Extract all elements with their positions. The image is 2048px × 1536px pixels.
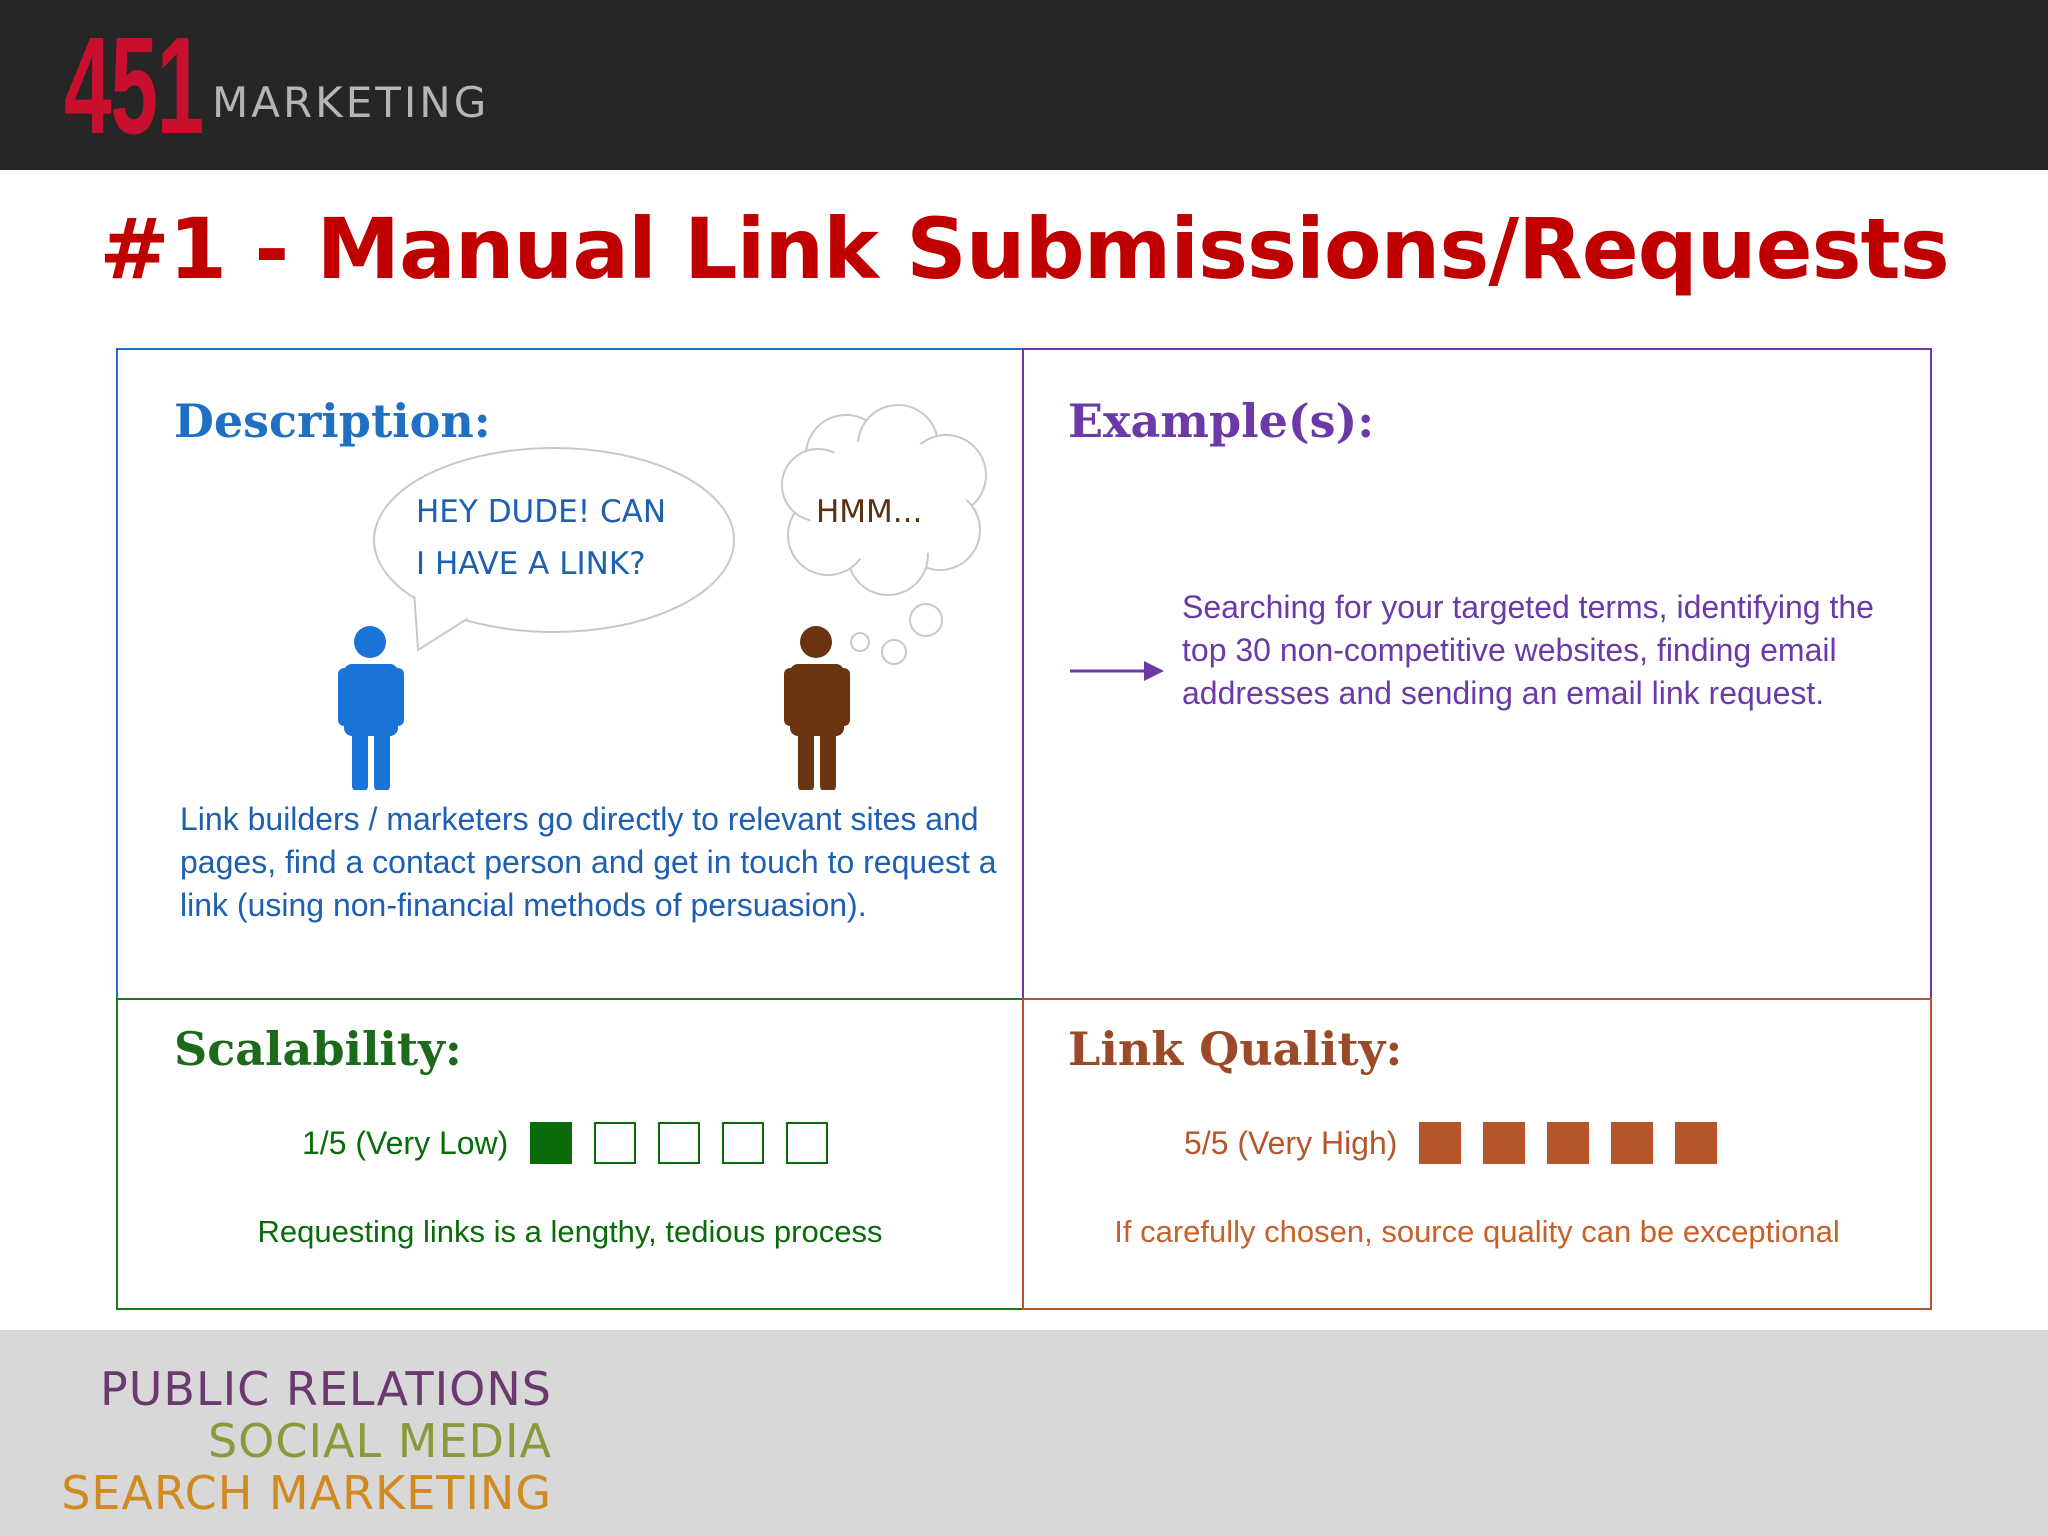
scalability-rating-label: 1/5 (Very Low) — [302, 1124, 509, 1161]
speech-line-2: I HAVE A LINK? — [416, 546, 646, 582]
scalability-rating: 1/5 (Very Low) — [302, 1122, 850, 1164]
footer-social-media: SOCIAL MEDIA — [207, 1414, 552, 1468]
footer-public-relations: PUBLIC RELATIONS — [100, 1362, 552, 1416]
scalability-rating-box-3 — [658, 1122, 701, 1164]
link-quality-rating-box-2 — [1483, 1122, 1526, 1164]
link-quality-panel: Link Quality: 5/5 (Very High) If careful… — [1022, 998, 1932, 1310]
brown-person-icon — [784, 626, 850, 790]
scalability-rating-box-1 — [530, 1122, 573, 1164]
link-quality-note: If carefully chosen, source quality can … — [1114, 1214, 1840, 1249]
footer-bar: PUBLIC RELATIONS SOCIAL MEDIA SEARCH MAR… — [0, 1330, 2048, 1536]
scalability-note: Requesting links is a lengthy, tedious p… — [257, 1214, 883, 1249]
description-panel: Description: — [116, 348, 1024, 1000]
speech-line-1: HEY DUDE! CAN — [416, 494, 667, 530]
content-grid: Description: — [116, 348, 1932, 1310]
slide-title: #1 - Manual Link Submissions/Requests — [99, 200, 1949, 298]
examples-body: Searching for your targeted terms, ident… — [1182, 589, 1874, 711]
description-body: Link builders / marketers go directly to… — [180, 801, 997, 923]
scalability-rating-box-5 — [786, 1122, 829, 1164]
scalability-heading: Scalability: — [174, 1022, 462, 1076]
examples-heading: Example(s): — [1068, 394, 1375, 448]
arrow-right-icon — [1070, 661, 1164, 681]
link-quality-rating-box-4 — [1611, 1122, 1654, 1164]
logo-number: 451 — [64, 9, 204, 163]
footer-search-marketing: SEARCH MARKETING — [61, 1466, 552, 1520]
scalability-panel: Scalability: 1/5 (Very Low) Requesting l… — [116, 998, 1024, 1310]
header-bar: 451 MARKETING — [0, 0, 2048, 170]
speech-bubble — [373, 447, 735, 652]
examples-panel: Example(s): Searching for your targeted … — [1022, 348, 1932, 1000]
link-quality-rating-box-5 — [1675, 1122, 1718, 1164]
scalability-rating-box-4 — [722, 1122, 765, 1164]
speech-text: HEY DUDE! CAN I HAVE A LINK? — [416, 486, 666, 590]
link-quality-rating-box-3 — [1547, 1122, 1590, 1164]
link-quality-rating-box-1 — [1419, 1122, 1462, 1164]
description-heading: Description: — [174, 394, 491, 448]
link-quality-heading: Link Quality: — [1068, 1022, 1403, 1076]
link-quality-rating: 5/5 (Very High) — [1184, 1122, 1739, 1164]
logo-wordmark: MARKETING — [212, 78, 490, 127]
scalability-rating-box-2 — [594, 1122, 637, 1164]
blue-person-icon — [338, 626, 404, 790]
thought-text: HMM... — [816, 494, 923, 530]
people-illustration — [338, 404, 987, 790]
link-quality-rating-label: 5/5 (Very High) — [1184, 1124, 1398, 1161]
